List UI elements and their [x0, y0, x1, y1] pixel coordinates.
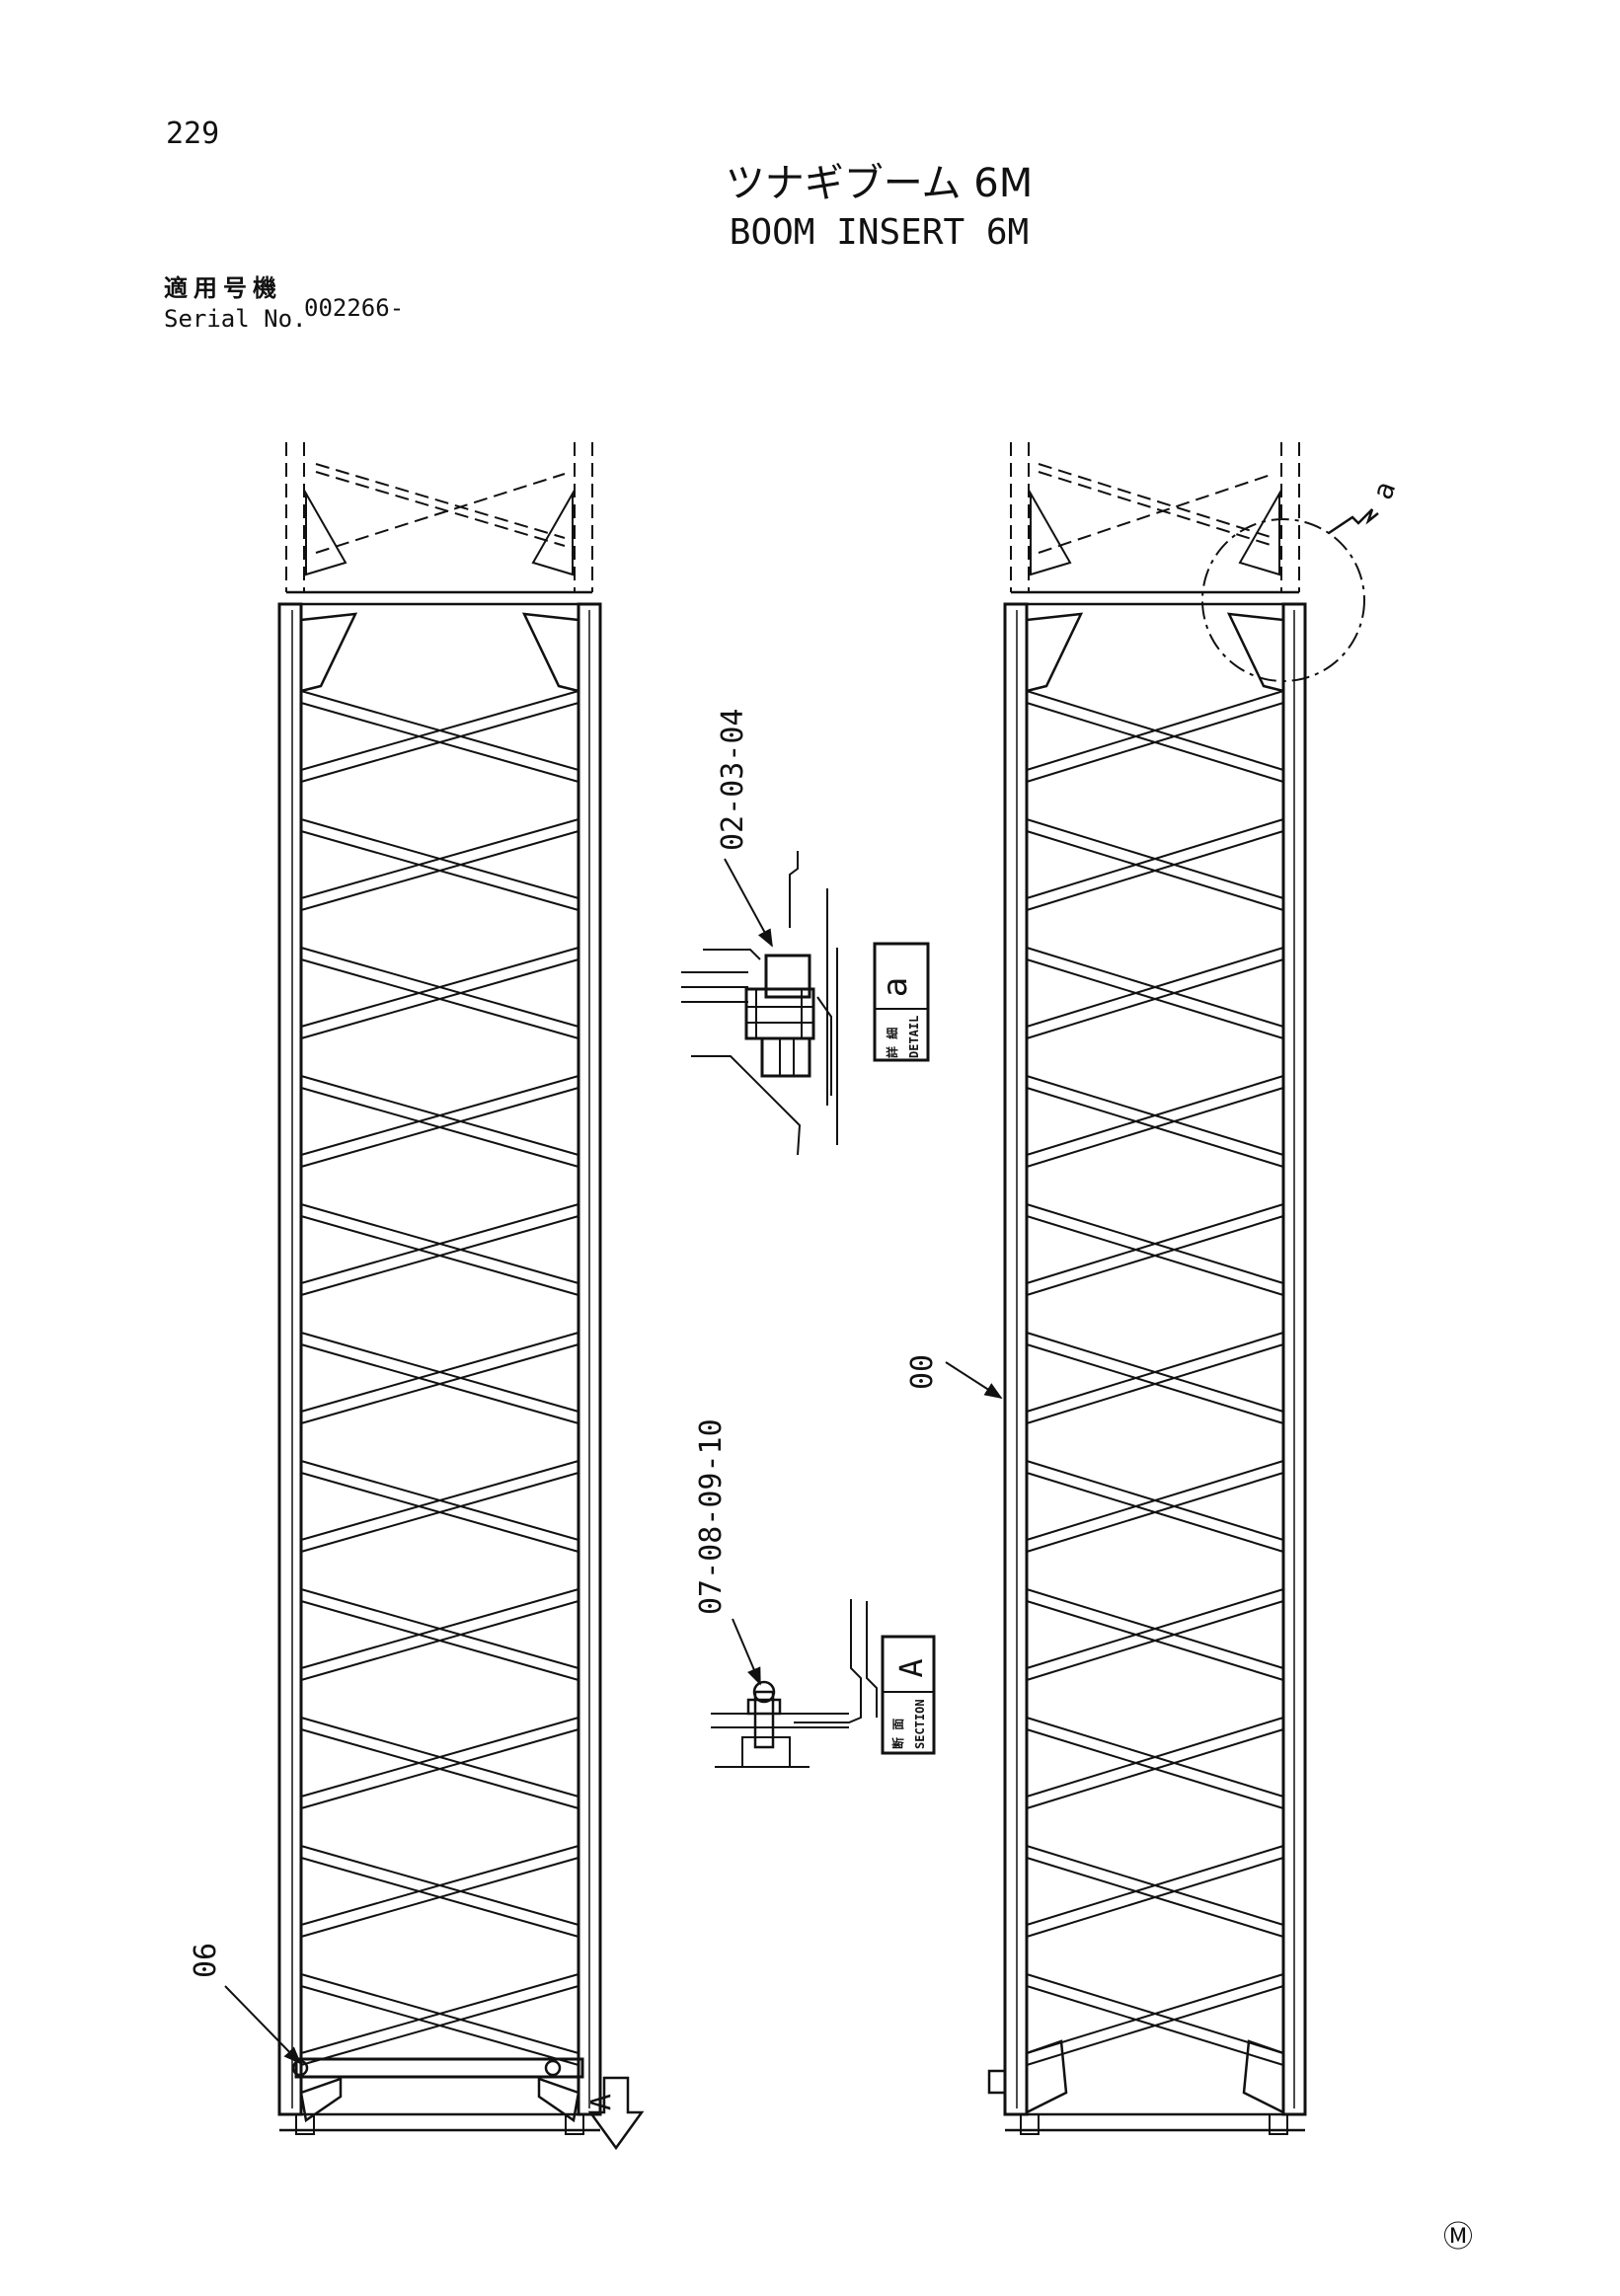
section-pin-head	[752, 1680, 776, 1704]
left-adjoining-section	[285, 442, 593, 592]
serial-label-japanese: 適用号機	[164, 274, 282, 302]
callout-detail-bolt-parts: 02-03-04	[716, 709, 750, 852]
detail-reference-letter: a	[1366, 477, 1403, 503]
detail-a-circle	[1201, 518, 1365, 682]
title-japanese: ツナギブーム 6M	[725, 161, 1034, 206]
callout-section-pin-parts: 07-08-09-10	[694, 1418, 729, 1615]
callouts	[224, 858, 1003, 2065]
detail-tag-english: DETAIL	[907, 1016, 921, 1058]
left-crossbar-bolt-right	[544, 2059, 562, 2077]
section-pin	[753, 1690, 775, 1749]
left-top-gusset-left	[305, 490, 347, 576]
left-lacing	[300, 690, 579, 2066]
right-lacing	[1026, 690, 1284, 2066]
callout-crossbar-part: 06	[189, 1943, 223, 1978]
detail-reference-arrow: a	[1328, 477, 1403, 535]
detail-a-view	[681, 851, 838, 1156]
right-chord-outer-left	[1003, 602, 1029, 2116]
page-number: 229	[166, 116, 220, 151]
left-gusset-bl	[299, 2077, 343, 2123]
detail-washer	[760, 1036, 811, 1078]
title-english: BOOM INSERT 6M	[729, 212, 1030, 253]
footer-mark: Ⓜ	[1443, 2220, 1473, 2255]
left-gusset-tl	[299, 612, 358, 693]
serial-number-value: 002266-	[304, 294, 405, 322]
title-block: ツナギブーム 6M BOOM INSERT 6M	[0, 158, 1620, 257]
section-a-view	[711, 1599, 878, 1768]
left-bottom-crossbar	[294, 2057, 584, 2079]
detail-bolt-head	[764, 954, 811, 999]
section-tag-japanese: 断 面	[890, 1719, 905, 1749]
left-chord-outer-left	[277, 602, 303, 2116]
section-cut-arrow: A	[584, 2076, 645, 2151]
left-gusset-tr	[521, 612, 580, 693]
section-a-tag: A 断 面 SECTION	[881, 1635, 936, 1755]
left-boom-section	[277, 442, 602, 2135]
section-letter: A	[892, 1658, 930, 1677]
left-top-gusset-right	[531, 490, 574, 576]
serial-label-english: Serial No.	[164, 305, 307, 333]
left-gusset-br	[537, 2077, 580, 2123]
detail-a-tag: a 詳 細 DETAIL	[873, 942, 930, 1062]
detail-tag-japanese: 詳 細	[885, 1028, 899, 1058]
section-pin-nut	[746, 1698, 782, 1716]
section-tag-english: SECTION	[913, 1699, 927, 1749]
serial-label: 適用号機 Serial No.	[164, 268, 307, 333]
right-boom-section	[987, 442, 1365, 2135]
section-arrow-letter: A	[584, 2094, 617, 2110]
detail-letter: a	[876, 977, 915, 997]
right-adjoining-section	[1010, 442, 1300, 592]
callout-boom-part: 00	[905, 1354, 940, 1390]
